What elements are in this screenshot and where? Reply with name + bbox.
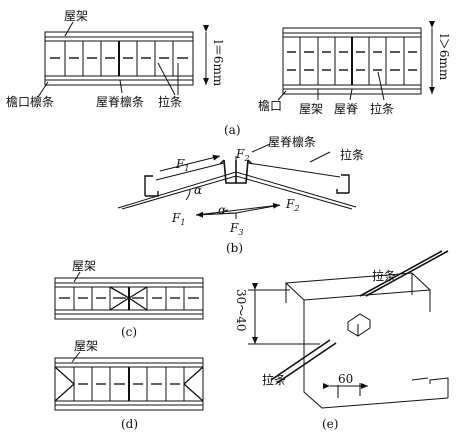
fig-e (248, 250, 449, 409)
fig-a-left (37, 21, 209, 98)
caption-c: (c) (121, 325, 137, 339)
label-f2: F2 (235, 147, 249, 163)
label-truss: 屋架 (72, 259, 96, 273)
eave-purlin-right (341, 174, 350, 193)
tie-rod-top (359, 250, 443, 297)
leader (37, 81, 49, 98)
tie-line (155, 162, 225, 181)
label-ridge: 屋脊 (334, 102, 358, 116)
fig-d (54, 351, 204, 411)
leader (64, 21, 74, 37)
tie-rods (54, 366, 204, 402)
fig-c (54, 271, 204, 320)
fig-a-right (277, 21, 435, 101)
leader (157, 62, 176, 96)
roof-slope (117, 171, 357, 209)
label-ridge-purlin: 屋脊檩条 (268, 134, 316, 149)
label-f1-triangle: F1 (171, 211, 185, 227)
label-eave: 檐口 (258, 99, 282, 113)
label-eave-purlin: 檐口檩条 (6, 94, 54, 109)
roof-panel-outline (44, 31, 194, 86)
ridge-purlin (223, 159, 237, 184)
tie-rods (59, 286, 199, 311)
label-truss: 屋架 (299, 102, 323, 116)
label-tie-rod-top: 拉条 (372, 268, 396, 283)
fig-b (117, 143, 357, 219)
label-alpha: α (194, 183, 202, 197)
caption-e: (e) (322, 417, 338, 431)
bolt-nut (347, 313, 371, 337)
tie-rods (287, 51, 417, 71)
label-ridge-purlin: 屋脊檩条 (96, 94, 144, 109)
label-tie-rod: 拉条 (340, 147, 364, 162)
purlin-web (303, 300, 449, 409)
label-truss: 屋架 (74, 339, 98, 353)
label-dim-horizontal: 60 (338, 372, 353, 386)
angle-arc (185, 189, 191, 201)
roof-panel-outline (54, 357, 204, 411)
force-f2-vector (195, 202, 281, 216)
label-tie-rod-bottom: 拉条 (262, 372, 286, 387)
label-tie-rod: 拉条 (370, 101, 394, 116)
label-truss: 屋架 (64, 9, 88, 23)
caption-a: (a) (224, 123, 241, 137)
purlin-top-flange (284, 272, 432, 301)
label-alpha-triangle: α (218, 203, 226, 217)
label-dim-vertical: 30～40 (234, 289, 248, 332)
leader (119, 79, 123, 94)
label-dimension: l＝6mm (211, 40, 225, 87)
roof-panel-outline (54, 277, 204, 320)
label-f2-triangle: F2 (285, 197, 299, 213)
roof-panel-outline (282, 27, 422, 95)
tie-line (247, 162, 341, 178)
label-tie-rod: 拉条 (158, 94, 182, 109)
eave-purlin-left (144, 175, 153, 196)
label-dimension: l＞6mm (437, 34, 451, 81)
force-f1-arrow (159, 154, 221, 172)
label-f3: F3 (229, 221, 243, 237)
tie-rod-bottom (270, 339, 331, 381)
caption-d: (d) (121, 417, 138, 431)
label-f1: F1 (175, 157, 189, 173)
caption-b: (b) (226, 241, 243, 255)
